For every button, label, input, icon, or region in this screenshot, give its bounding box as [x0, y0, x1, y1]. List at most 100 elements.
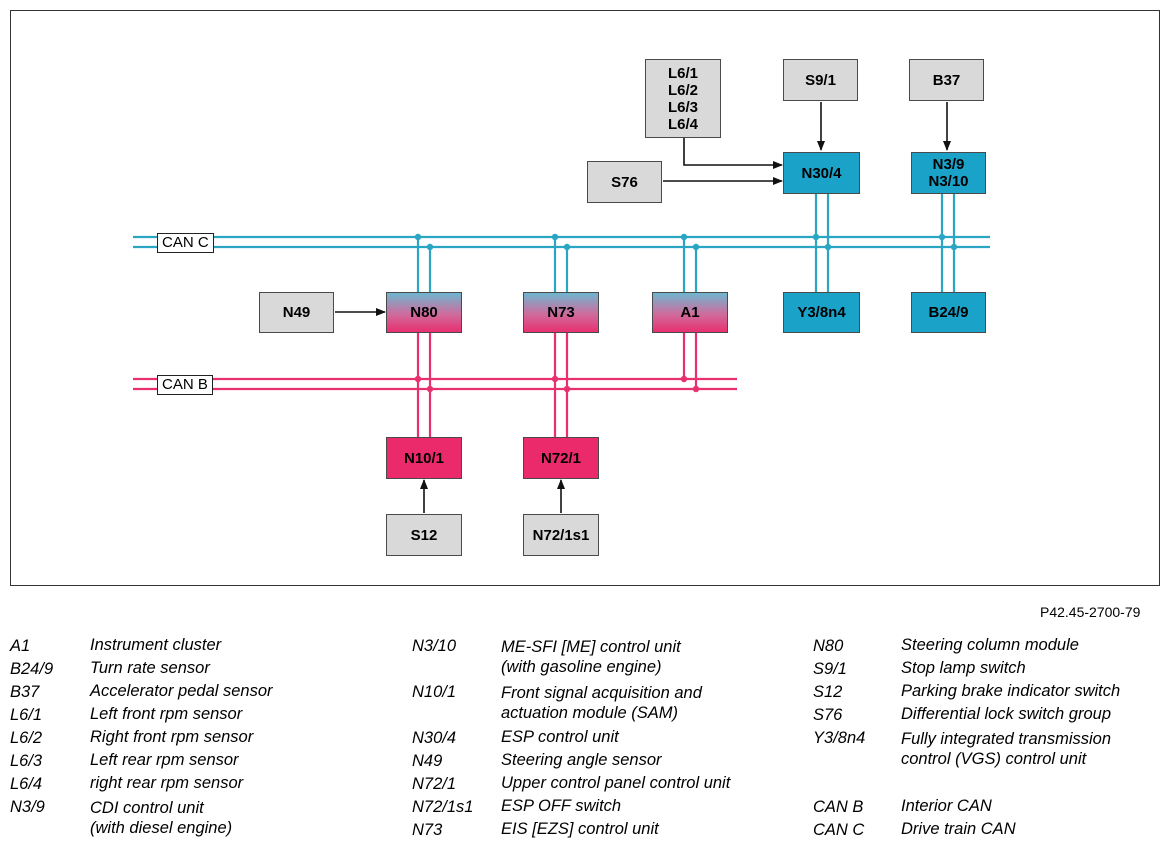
legend-item: A1 Instrument cluster	[10, 635, 400, 658]
legend-item: S9/1 Stop lamp switch	[813, 658, 1163, 681]
rpm-sensors-box: L6/1 L6/2 L6/3 L6/4	[645, 59, 721, 138]
node-n72-1s1: N72/1s1	[523, 514, 599, 556]
legend-desc: Left front rpm sensor	[90, 705, 243, 723]
legend-code: N10/1	[412, 683, 457, 701]
node-y3-8n4: Y3/8n4	[783, 292, 860, 333]
node-l6-4: L6/4	[667, 115, 698, 133]
legend-desc: Steering angle sensor	[501, 751, 662, 769]
legend-desc: Instrument cluster	[90, 636, 222, 654]
legend-code: B24/9	[10, 660, 54, 678]
can-b-label: CAN B	[157, 375, 213, 395]
can-b-bus	[133, 333, 737, 437]
legend-code: L6/2	[10, 729, 43, 747]
legend-code: L6/1	[10, 706, 43, 724]
legend-item: N73 EIS [EZS] control unit	[412, 819, 807, 842]
legend-code: N73	[412, 821, 443, 839]
legend-desc: Right front rpm sensor	[90, 728, 254, 746]
legend-desc: Differential lock switch group	[901, 705, 1112, 723]
legend-code: S76	[813, 706, 843, 724]
node-b37: B37	[909, 59, 984, 101]
node-l6-3: L6/3	[667, 98, 698, 116]
legend-column-2: N3/10 ME-SFI [ME] control unit (with gaso…	[412, 635, 807, 842]
legend-code: CAN C	[813, 821, 865, 839]
legend-column-1: A1 Instrument cluster B24/9 Turn rate sens…	[10, 635, 400, 842]
legend-desc: Interior CAN	[901, 797, 992, 815]
can-c-label: CAN C	[157, 233, 214, 253]
node-l6-1: L6/1	[667, 64, 698, 82]
can-c-junctions	[414, 233, 958, 251]
legend-item: N3/9 CDI control unit (with diesel engine…	[10, 796, 400, 842]
figure-reference: P42.45-2700-79	[1040, 604, 1141, 620]
legend-desc: ESP OFF switch	[501, 797, 622, 815]
legend-item: N72/1s1 ESP OFF switch	[412, 796, 807, 819]
legend-desc: Upper control panel control unit	[501, 774, 731, 792]
legend-item: N80 Steering column module	[813, 635, 1163, 658]
legend-item: L6/3 Left rear rpm sensor	[10, 750, 400, 773]
legend-item: S12 Parking brake indicator switch	[813, 681, 1163, 704]
legend-desc: Parking brake indicator switch	[901, 682, 1121, 700]
node-n3-10: N3/10	[928, 173, 969, 190]
legend-item: CAN B Interior CAN	[813, 796, 1163, 819]
legend-code: Y3/8n4	[813, 729, 866, 747]
node-n80: N80	[386, 292, 462, 333]
node-s12: S12	[386, 514, 462, 556]
legend-desc: Stop lamp switch	[901, 659, 1026, 677]
node-n30-4: N30/4	[783, 152, 860, 194]
node-s76: S76	[587, 161, 662, 203]
legend-code: B37	[10, 683, 40, 701]
legend-desc: Left rear rpm sensor	[90, 751, 239, 769]
can-c-bus	[133, 194, 990, 292]
legend-item: N30/4 ESP control unit	[412, 727, 807, 750]
legend-item: N10/1 Front signal acquisition and actuat…	[412, 681, 807, 727]
legend-code: N72/1s1	[412, 798, 474, 816]
legend-spacer	[813, 773, 1163, 796]
legend-desc: ESP control unit	[501, 728, 619, 746]
legend-code: N3/10	[412, 637, 457, 655]
legend-item: B24/9 Turn rate sensor	[10, 658, 400, 681]
legend-code: L6/4	[10, 775, 43, 793]
node-l6-2: L6/2	[667, 81, 698, 99]
legend-item: Y3/8n4 Fully integrated transmission cont…	[813, 727, 1163, 773]
legend-code: A1	[10, 637, 31, 655]
node-a1: A1	[652, 292, 728, 333]
legend-code: S9/1	[813, 660, 847, 678]
legend-desc: Steering column module	[901, 636, 1079, 654]
legend-code: N72/1	[412, 775, 457, 793]
node-b24-9: B24/9	[911, 292, 986, 333]
node-n73: N73	[523, 292, 599, 333]
legend-desc: Drive train CAN	[901, 820, 1016, 838]
legend-item: N3/10 ME-SFI [ME] control unit (with gaso…	[412, 635, 807, 681]
legend-code: N80	[813, 637, 844, 655]
legend-item: B37 Accelerator pedal sensor	[10, 681, 400, 704]
legend-item: L6/4 right rear rpm sensor	[10, 773, 400, 796]
can-bus-diagram	[133, 102, 990, 513]
legend-desc: Accelerator pedal sensor	[90, 682, 273, 700]
legend-desc: Turn rate sensor	[90, 659, 210, 677]
legend-code: CAN B	[813, 798, 864, 816]
node-n10-1: N10/1	[386, 437, 462, 479]
legend-desc: CDI control unit (with diesel engine)	[90, 799, 233, 837]
node-s9-1: S9/1	[783, 59, 858, 101]
node-n3-box: N3/9 N3/10	[911, 152, 986, 194]
node-n49: N49	[259, 292, 334, 333]
legend-code: S12	[813, 683, 843, 701]
legend-code: N49	[412, 752, 443, 770]
legend-item: N72/1 Upper control panel control unit	[412, 773, 807, 796]
legend-desc: right rear rpm sensor	[90, 774, 244, 792]
legend-item: L6/1 Left front rpm sensor	[10, 704, 400, 727]
node-n3-9: N3/9	[932, 156, 965, 173]
legend-item: N49 Steering angle sensor	[412, 750, 807, 773]
legend-desc: Front signal acquisition and actuation m…	[501, 684, 702, 722]
legend-item: S76 Differential lock switch group	[813, 704, 1163, 727]
node-n72-1: N72/1	[523, 437, 599, 479]
signal-arrows	[335, 102, 951, 513]
legend-code: L6/3	[10, 752, 43, 770]
legend-desc: ME-SFI [ME] control unit (with gasoline …	[501, 638, 681, 676]
legend-column-3: N80 Steering column module S9/1 Stop lamp …	[813, 635, 1163, 842]
can-b-junctions	[414, 375, 700, 393]
legend-desc: Fully integrated transmission control (V…	[901, 730, 1112, 768]
legend-desc: EIS [EZS] control unit	[501, 820, 659, 838]
legend-code: N3/9	[10, 798, 45, 816]
legend-code: N30/4	[412, 729, 457, 747]
legend-item: L6/2 Right front rpm sensor	[10, 727, 400, 750]
